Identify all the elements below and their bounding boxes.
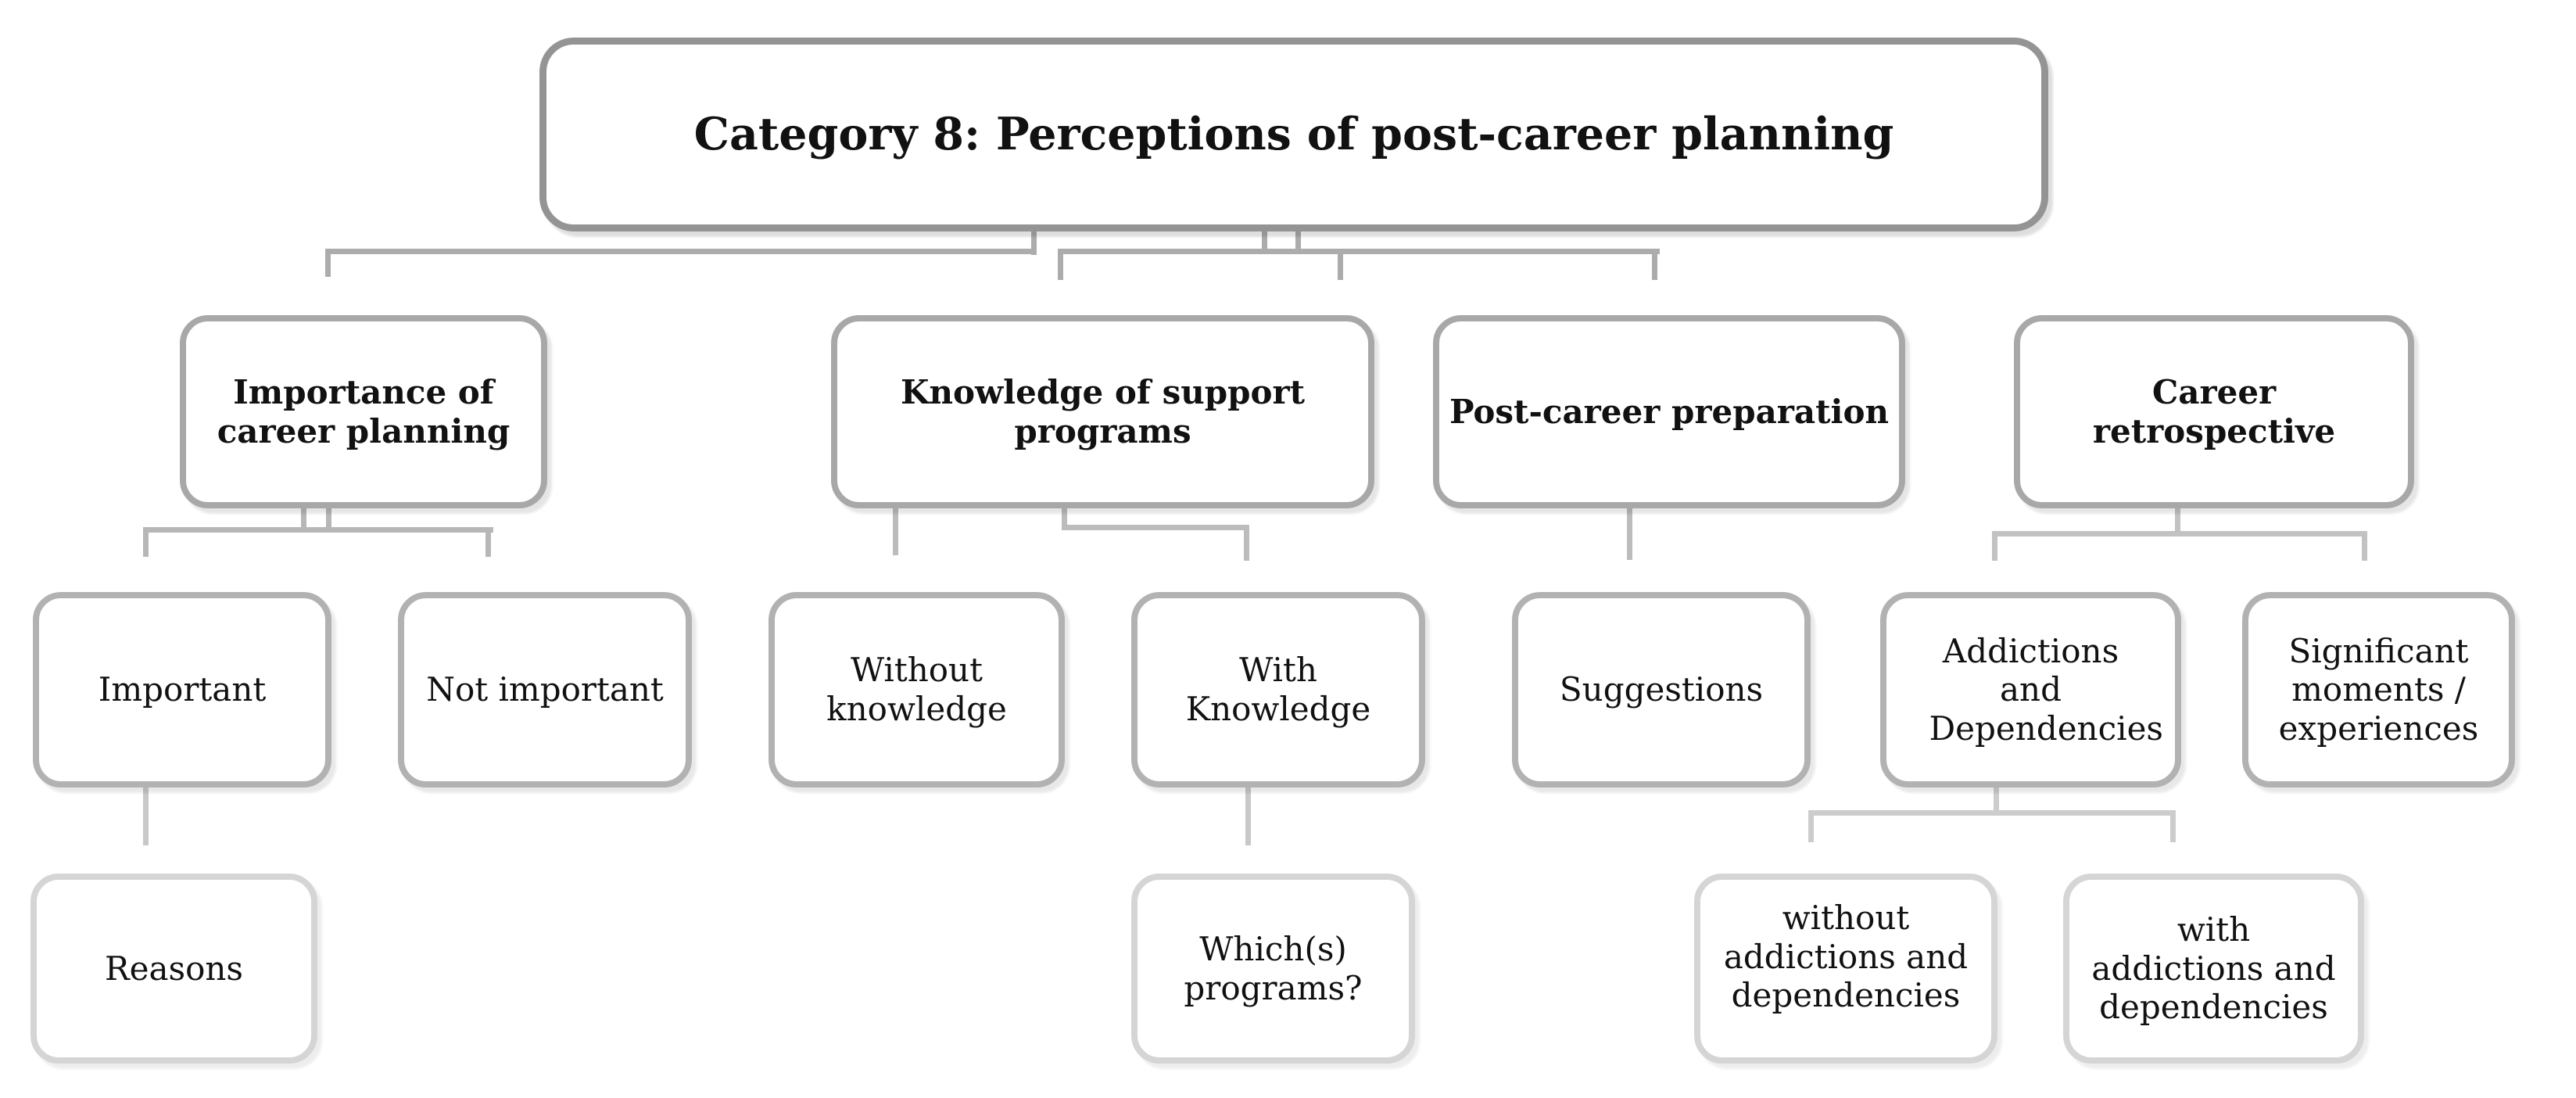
node-label: Significant moments / experiences [2278,631,2479,748]
connector-segment [1994,786,1999,816]
node-important: Important [33,592,331,788]
node-label: Career retrospective [2092,372,2336,450]
connector-segment [1338,249,1343,280]
node-knowledge-of-support-programs: Knowledge of support programs [831,315,1374,508]
node-career-retrospective: Career retrospective [2014,315,2414,508]
connector-segment [1245,786,1251,845]
connector-segment [2170,810,2176,842]
connector-segment [1627,507,1632,560]
connector-segment [1808,810,1814,842]
connector-segment [1652,249,1657,280]
connector-segment [326,507,331,533]
node-addictions-and-dependencies: Addictions and Dependencies [1880,592,2181,788]
node-label: Importance of career planning [217,372,511,450]
connector-segment [143,527,149,557]
node-significant-moments-experiences: Significant moments / experiences [2242,592,2515,788]
node-importance-of-career-planning: Importance of career planning [180,315,547,508]
node-label: Knowledge of support programs [900,372,1306,450]
connector-segment [2175,507,2180,536]
node-label: without addictions and dependencies [1723,899,1969,1015]
connector-segment [1992,531,2367,536]
node-which-programs: Which(s) programs? [1131,874,1415,1064]
node-label: Important [98,670,267,709]
node-with-addictions-and-dependencies: with addictions and dependencies [2063,874,2364,1064]
connector-segment [143,786,149,845]
connector-segment [1808,810,2176,816]
node-without-knowledge: Without knowledge [769,592,1065,788]
connector-segment [485,527,491,557]
connector-segment [1062,507,1067,530]
connector-segment [1062,525,1249,530]
node-with-knowledge: With Knowledge [1131,592,1425,788]
node-label: Without knowledge [826,651,1007,728]
node-not-important: Not important [398,592,692,788]
connector-segment [1295,231,1301,253]
connector-segment [1058,249,1660,254]
node-without-addictions-and-dependencies: without addictions and dependencies [1694,874,1997,1064]
connector-segment [325,249,331,277]
connector-segment [1262,231,1267,253]
connector-segment [1031,231,1037,255]
node-reasons: Reasons [30,874,317,1064]
connector-segment [1058,249,1063,280]
connector-segment [325,249,1037,254]
node-label: Addictions and Dependencies [1929,631,2163,748]
node-label: Post-career preparation [1449,392,1890,431]
node-suggestions: Suggestions [1512,592,1811,788]
connector-segment [1244,525,1249,561]
node-title-label: Category 8: Perceptions of post-career p… [693,108,1894,161]
connector-segment [893,507,898,555]
node-label: With Knowledge [1185,651,1371,728]
node-label: with addictions and dependencies [2091,910,2336,1027]
connector-segment [143,527,493,533]
node-label: Suggestions [1559,670,1764,709]
node-post-career-preparation: Post-career preparation [1433,315,1905,508]
node-label: Which(s) programs? [1184,929,1363,1007]
connector-segment [2362,531,2367,561]
connector-segment [1992,531,1997,561]
connector-segment [301,507,306,533]
node-label: Reasons [105,949,243,988]
node-title: Category 8: Perceptions of post-career p… [539,38,2048,231]
node-label: Not important [426,670,664,709]
